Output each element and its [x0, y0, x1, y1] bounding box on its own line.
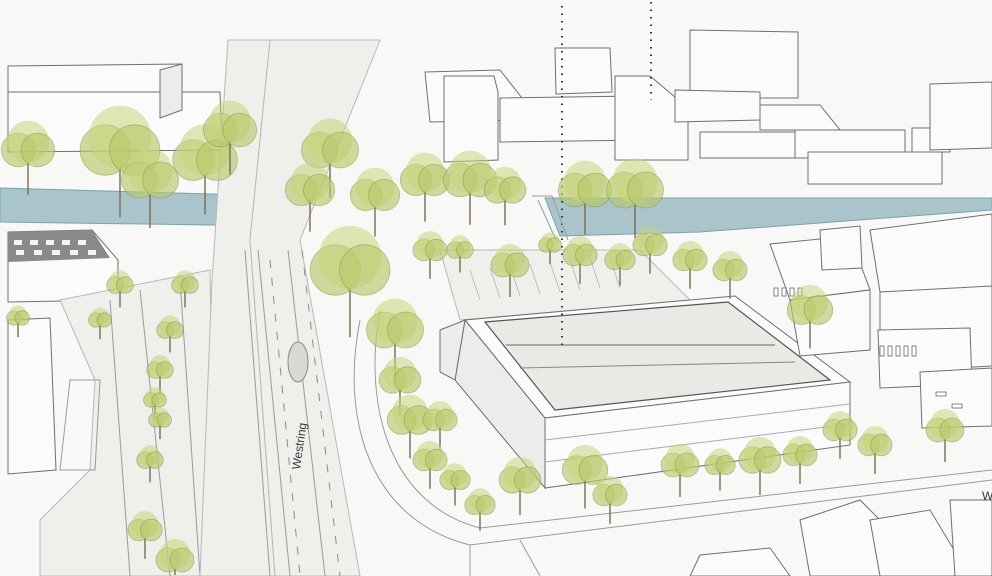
- tree: [498, 456, 542, 516]
- tree: [538, 232, 562, 265]
- tree: [155, 539, 195, 575]
- tree: [660, 444, 700, 497]
- buildings-bottom: [689, 499, 992, 576]
- tree: [349, 167, 401, 237]
- tree: [592, 476, 628, 524]
- tree: [121, 148, 179, 228]
- tree: [439, 463, 471, 506]
- tree: [782, 436, 818, 484]
- tree: [148, 407, 172, 440]
- tree: [202, 100, 257, 175]
- tree: [127, 511, 163, 559]
- tree: [443, 150, 497, 225]
- tree: [561, 444, 609, 509]
- tree: [156, 315, 184, 353]
- tree: [704, 448, 736, 491]
- tree: [143, 387, 167, 420]
- tree: [562, 236, 598, 284]
- tree: [6, 305, 30, 338]
- tree: [412, 441, 448, 489]
- tree: [106, 270, 134, 308]
- tree: [284, 162, 336, 232]
- building-grid-roof: [7, 229, 119, 303]
- tree: [309, 225, 391, 338]
- buildings-right: [769, 213, 992, 429]
- building-left-lower: [7, 317, 57, 475]
- tree: [606, 158, 664, 238]
- tree: [857, 426, 893, 474]
- tree: [464, 488, 496, 531]
- tree: [422, 401, 458, 449]
- tree: [672, 241, 708, 289]
- tree: [399, 152, 451, 222]
- tree: [483, 166, 527, 226]
- tree: [301, 118, 359, 198]
- tree: [738, 436, 782, 496]
- access-road: [353, 319, 992, 546]
- tree: [412, 231, 448, 279]
- tree: [558, 160, 612, 235]
- tree: [712, 251, 748, 299]
- westring-road-east: [249, 39, 381, 576]
- tree: [378, 356, 422, 416]
- background-buildings-top: [424, 29, 992, 185]
- tree: [786, 284, 834, 349]
- tree: [366, 298, 424, 378]
- tree: [171, 270, 199, 308]
- tree: [136, 445, 164, 483]
- traffic-island: [287, 341, 309, 383]
- tree: [490, 244, 530, 297]
- tree: [925, 409, 965, 462]
- section-lines: [561, 2, 652, 350]
- tree: [822, 411, 858, 459]
- tree: [88, 307, 112, 340]
- edge-label: W: [982, 489, 992, 503]
- street-label-westring: Westring: [289, 422, 309, 471]
- tree: [146, 355, 174, 393]
- tree: [446, 235, 474, 273]
- main-hall: [439, 295, 852, 490]
- trees: [1, 100, 965, 575]
- tree: [1, 120, 55, 195]
- tree: [604, 243, 636, 286]
- river-east: [544, 197, 992, 237]
- tree: [632, 226, 668, 274]
